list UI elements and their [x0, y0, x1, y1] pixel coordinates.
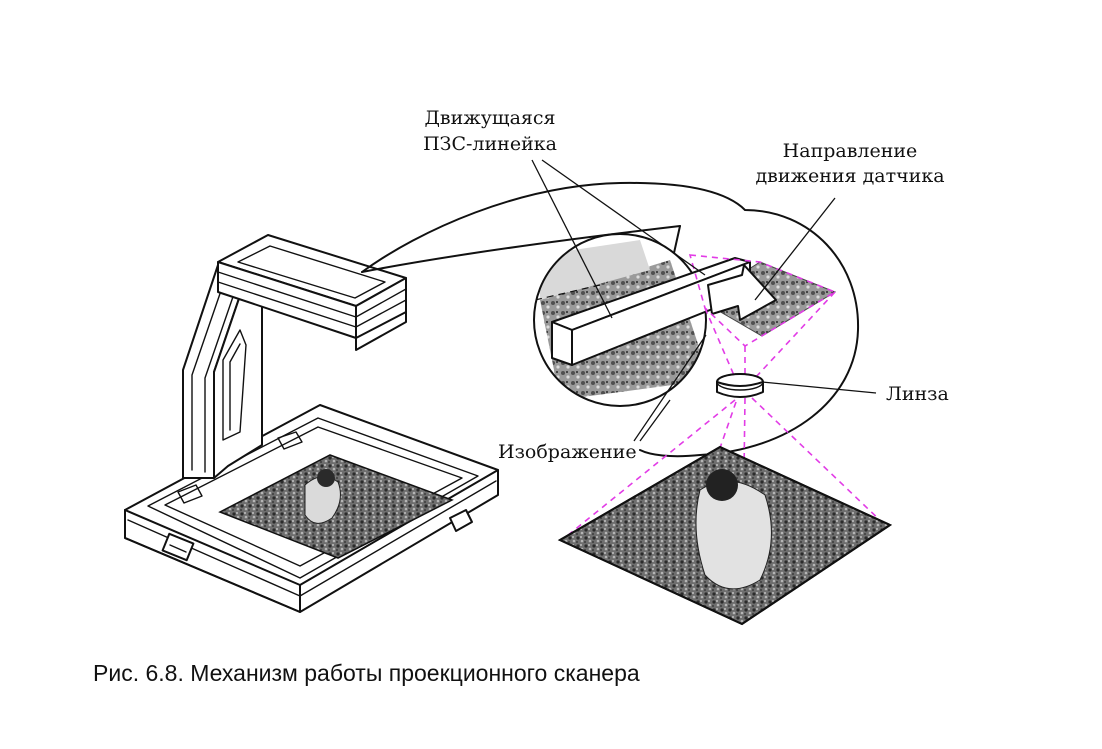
- scanner-head: [217, 234, 407, 351]
- label-image: Изображение: [498, 441, 637, 463]
- scanner-device: [124, 234, 499, 613]
- direction-arrow: [707, 264, 777, 321]
- label-ccd-line-1: Движущаяся: [424, 107, 555, 129]
- label-ccd-line-2: ПЗС-линейка: [423, 133, 557, 155]
- lens: [716, 373, 764, 398]
- document-photo: [218, 454, 454, 559]
- label-direction-line-1: Направление: [783, 140, 918, 162]
- figure-caption: Рис. 6.8. Механизм работы проекционного …: [93, 660, 640, 686]
- projected-image: [557, 445, 893, 626]
- label-direction-line-2: движения датчика: [755, 165, 944, 187]
- leader-lines: [531, 159, 877, 442]
- label-lens: Линза: [886, 383, 949, 405]
- labels: Движущаяся ПЗС-линейка Направление движе…: [423, 107, 949, 463]
